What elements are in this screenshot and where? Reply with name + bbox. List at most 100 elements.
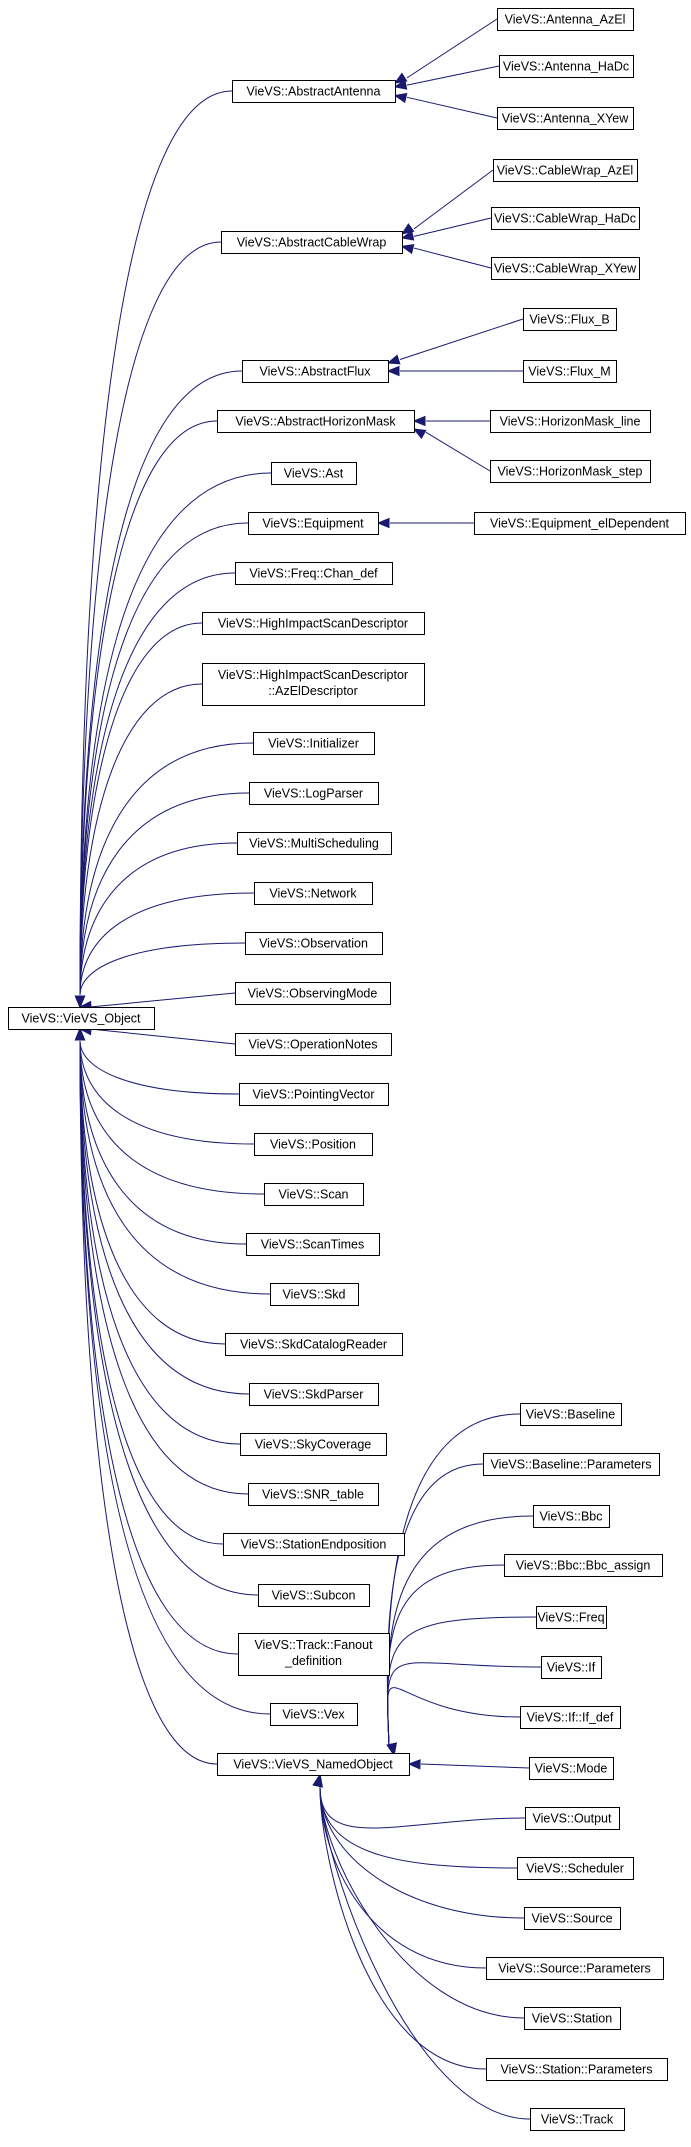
- class-node-abstractcablewrap[interactable]: VieVS::AbstractCableWrap: [221, 231, 403, 254]
- class-node-label: VieVS::Mode: [535, 1762, 608, 1776]
- class-node-box: [270, 1283, 359, 1306]
- edge-output-to-namedobject: [319, 1786, 526, 1829]
- class-node-flux-m[interactable]: VieVS::Flux_M: [523, 360, 617, 383]
- class-node-label: VieVS::Vex: [282, 1708, 345, 1722]
- class-node-vex[interactable]: VieVS::Vex: [270, 1703, 358, 1726]
- class-node-namedobject[interactable]: VieVS::VieVS_NamedObject: [217, 1753, 410, 1776]
- edge-operationnotes-to-object: [89, 1028, 236, 1045]
- class-node-fanout[interactable]: VieVS::Track::Fanout_definition: [238, 1633, 390, 1676]
- class-node-box: [8, 1007, 155, 1030]
- class-node-abstractantenna[interactable]: VieVS::AbstractAntenna: [232, 80, 396, 103]
- class-node-box: [491, 257, 640, 280]
- class-node-baseline[interactable]: VieVS::Baseline: [520, 1403, 622, 1426]
- class-node-object[interactable]: VieVS::VieVS_Object: [8, 1007, 155, 1030]
- class-node-antenna-hadc[interactable]: VieVS::Antenna_HaDc: [499, 55, 634, 78]
- class-node-abstracthorizonmask[interactable]: VieVS::AbstractHorizonMask: [217, 410, 415, 433]
- class-node-scan[interactable]: VieVS::Scan: [264, 1183, 364, 1206]
- class-node-subcon[interactable]: VieVS::Subcon: [258, 1584, 370, 1607]
- class-node-box: [239, 1083, 389, 1106]
- class-node-snr-table[interactable]: VieVS::SNR_table: [248, 1483, 379, 1506]
- class-node-scheduler[interactable]: VieVS::Scheduler: [517, 1857, 634, 1880]
- class-node-label: VieVS::Freq: [537, 1611, 604, 1625]
- edge-freq-to-namedobject: [387, 1616, 537, 1746]
- class-node-box: [237, 832, 392, 855]
- class-node-antenna-azel[interactable]: VieVS::Antenna_AzEl: [497, 8, 634, 31]
- class-node-highimpact-azel[interactable]: VieVS::HighImpactScanDescriptor::AzElDes…: [202, 663, 425, 706]
- class-node-label: VieVS::AbstractHorizonMask: [235, 415, 396, 429]
- class-node-box: [497, 107, 634, 130]
- class-node-label: VieVS::Ast: [284, 467, 344, 481]
- class-node-cablewrap-azel[interactable]: VieVS::CableWrap_AzEl: [493, 159, 638, 182]
- edge-bbc_assign-to-namedobject: [386, 1564, 505, 1746]
- class-node-label: VieVS::Skd: [282, 1288, 345, 1302]
- class-node-scantimes[interactable]: VieVS::ScanTimes: [246, 1233, 380, 1256]
- class-node-station[interactable]: VieVS::Station: [524, 2007, 621, 2030]
- class-node-label: VieVS::Track: [541, 2113, 614, 2127]
- nodes-layer: VieVS::VieVS_Object VieVS::AbstractAntenn…: [8, 8, 686, 2131]
- class-node-mode[interactable]: VieVS::Mode: [529, 1757, 614, 1780]
- class-node-baseline-parameters[interactable]: VieVS::Baseline::Parameters: [483, 1453, 660, 1476]
- class-node-cablewrap-hadc[interactable]: VieVS::CableWrap_HaDc: [491, 207, 640, 230]
- edge-cablewrap_xyew-to-abstractcablewrap: [413, 247, 492, 269]
- class-node-source[interactable]: VieVS::Source: [524, 1907, 621, 1930]
- class-node-observingmode[interactable]: VieVS::ObservingMode: [235, 982, 391, 1005]
- class-node-horizonmask-line[interactable]: VieVS::HorizonMask_line: [490, 410, 651, 433]
- class-node-label-line2: _definition: [284, 1654, 342, 1668]
- class-node-label: VieVS::Network: [269, 887, 357, 901]
- class-node-equipment-eldependent[interactable]: VieVS::Equipment_elDependent: [474, 512, 686, 535]
- class-node-abstractflux[interactable]: VieVS::AbstractFlux: [242, 360, 389, 383]
- class-node-label: VieVS::AbstractAntenna: [247, 85, 381, 99]
- class-node-bbc[interactable]: VieVS::Bbc: [533, 1505, 610, 1528]
- class-node-flux-b[interactable]: VieVS::Flux_B: [523, 308, 617, 331]
- class-node-chan-def[interactable]: VieVS::Freq::Chan_def: [235, 562, 393, 585]
- class-node-logparser[interactable]: VieVS::LogParser: [249, 782, 379, 805]
- edge-logparser-to-object: [79, 792, 250, 996]
- arrowhead-antenna_hadc: [393, 79, 408, 90]
- class-node-horizonmask-step[interactable]: VieVS::HorizonMask_step: [490, 460, 651, 483]
- edge-horizonmask_step-to-abstracthorizonmask: [425, 431, 491, 472]
- class-node-box: [523, 360, 617, 383]
- class-node-label: VieVS::PointingVector: [252, 1088, 374, 1102]
- class-node-track[interactable]: VieVS::Track: [530, 2108, 625, 2131]
- class-node-equipment[interactable]: VieVS::Equipment: [248, 512, 379, 535]
- class-node-box: [248, 1483, 379, 1506]
- class-node-if[interactable]: VieVS::If: [541, 1656, 602, 1679]
- class-node-network[interactable]: VieVS::Network: [254, 882, 373, 905]
- class-node-bbc-assign[interactable]: VieVS::Bbc::Bbc_assign: [504, 1554, 663, 1577]
- class-node-freq[interactable]: VieVS::Freq: [536, 1606, 607, 1629]
- class-node-stationendposition[interactable]: VieVS::StationEndposition: [223, 1533, 405, 1556]
- class-node-box: [246, 1233, 380, 1256]
- class-node-highimpact[interactable]: VieVS::HighImpactScanDescriptor: [202, 612, 425, 635]
- edge-multischeduling-to-object: [79, 842, 238, 996]
- class-node-skdparser[interactable]: VieVS::SkdParser: [249, 1383, 379, 1406]
- class-node-station-parameters[interactable]: VieVS::Station::Parameters: [486, 2058, 668, 2081]
- class-node-label: VieVS::Freq::Chan_def: [249, 567, 378, 581]
- edge-antenna_xyew-to-abstractantenna: [406, 96, 498, 119]
- class-node-label: VieVS::SkdCatalogReader: [240, 1338, 387, 1352]
- edge-source-to-namedobject: [319, 1786, 525, 1919]
- arrowhead-cablewrap_xyew: [400, 243, 415, 255]
- class-node-ast[interactable]: VieVS::Ast: [271, 462, 357, 485]
- class-node-label: VieVS::Flux_B: [529, 313, 609, 327]
- class-node-antenna-xyew[interactable]: VieVS::Antenna_XYew: [497, 107, 634, 130]
- class-node-operationnotes[interactable]: VieVS::OperationNotes: [235, 1033, 392, 1056]
- class-node-box: [232, 80, 396, 103]
- class-node-initializer[interactable]: VieVS::Initializer: [253, 732, 375, 755]
- class-node-position[interactable]: VieVS::Position: [254, 1133, 373, 1156]
- class-node-observation[interactable]: VieVS::Observation: [245, 932, 383, 955]
- edge-vex-to-object: [79, 1040, 271, 1715]
- class-node-multischeduling[interactable]: VieVS::MultiScheduling: [237, 832, 392, 855]
- class-node-if-def[interactable]: VieVS::If::If_def: [520, 1706, 621, 1729]
- class-node-skycoverage[interactable]: VieVS::SkyCoverage: [240, 1433, 387, 1456]
- class-node-label: VieVS::Antenna_AzEl: [505, 13, 626, 27]
- class-node-box: [271, 462, 357, 485]
- class-node-skdcatalogreader[interactable]: VieVS::SkdCatalogReader: [225, 1333, 403, 1356]
- edge-pointingvector-to-object: [79, 1040, 240, 1095]
- class-node-pointingvector[interactable]: VieVS::PointingVector: [239, 1083, 389, 1106]
- edge-equipment-to-object: [79, 522, 249, 996]
- class-node-cablewrap-xyew[interactable]: VieVS::CableWrap_XYew: [491, 257, 640, 280]
- class-node-skd[interactable]: VieVS::Skd: [270, 1283, 359, 1306]
- class-node-source-parameters[interactable]: VieVS::Source::Parameters: [486, 1957, 664, 1980]
- edge-skdparser-to-object: [79, 1040, 250, 1395]
- class-node-output[interactable]: VieVS::Output: [525, 1807, 620, 1830]
